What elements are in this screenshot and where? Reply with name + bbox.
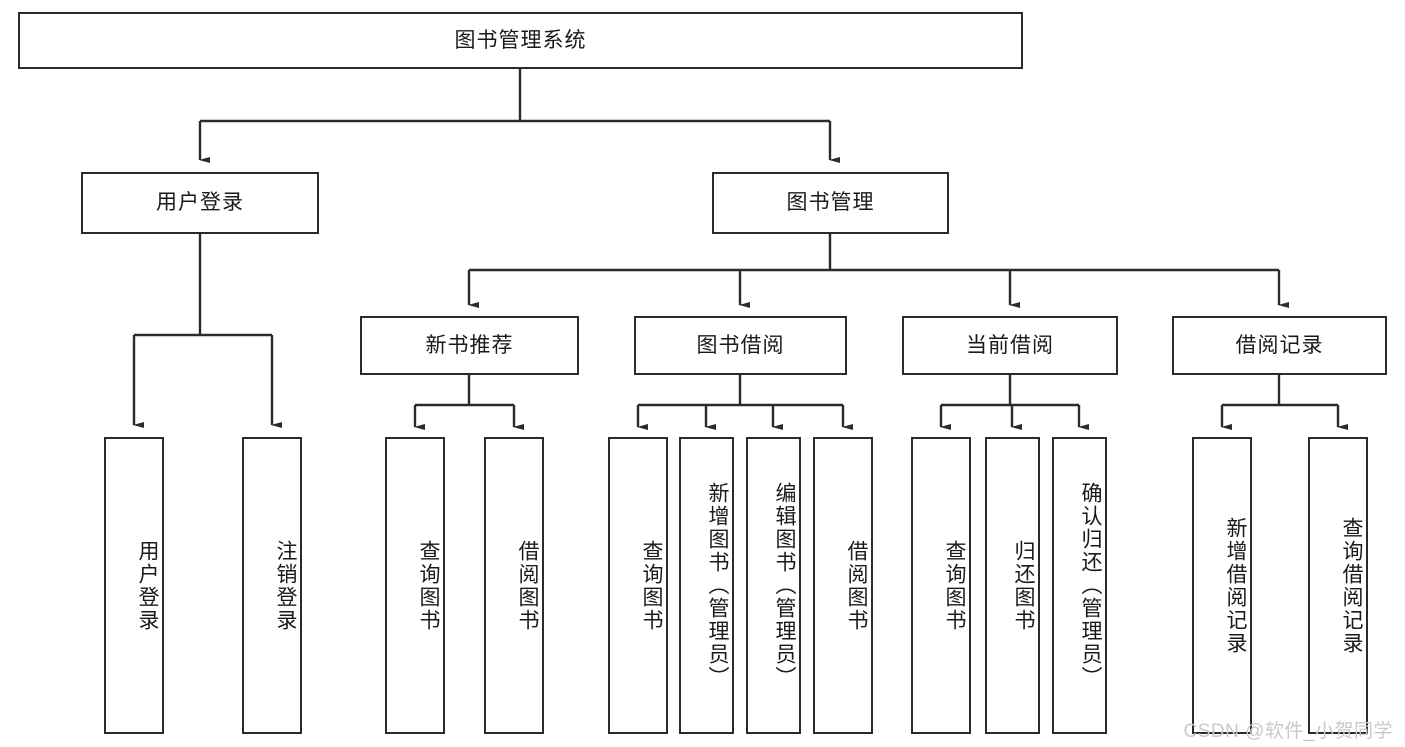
node-leaf-borrow-book[interactable]: 借阅图书 <box>813 437 873 734</box>
node-label: 查询借阅记录 <box>1340 516 1363 655</box>
node-label: 图书管理系统 <box>454 28 587 52</box>
node-label: 查询图书 <box>417 539 440 632</box>
csdn-watermark: CSDN @软件_小贺同学 <box>1183 721 1393 742</box>
node-label: 图书管理 <box>786 191 875 215</box>
node-label: 用户登录 <box>156 191 244 215</box>
node-label: 注销登录 <box>274 539 297 632</box>
edge-book-borrow-to-leaves <box>636 375 853 430</box>
edge-user-login-to-leaves <box>132 234 282 428</box>
node-label: 借阅图书 <box>845 539 868 632</box>
edge-borrow-record-to-leaves <box>1220 375 1348 430</box>
node-leaf-edit-book-admin[interactable]: 编辑图书（管理员） <box>746 437 801 734</box>
node-label: 借阅图书 <box>516 539 539 632</box>
node-leaf-logout-login[interactable]: 注销登录 <box>242 437 302 734</box>
node-leaf-add-book-admin[interactable]: 新增图书（管理员） <box>679 437 734 734</box>
node-label: 图书借阅 <box>696 333 785 357</box>
node-label: 确认归还（管理员） <box>1079 482 1102 689</box>
node-label: 借阅记录 <box>1235 333 1324 357</box>
edge-root-to-level2 <box>198 69 840 163</box>
node-label: 新书推荐 <box>425 333 514 357</box>
node-label: 当前借阅 <box>966 333 1054 357</box>
node-label: 新增借阅记录 <box>1224 516 1247 655</box>
node-leaf-borrow-book-recommend[interactable]: 借阅图书 <box>484 437 544 734</box>
node-borrow-record[interactable]: 借阅记录 <box>1172 316 1387 375</box>
node-leaf-add-borrow-record[interactable]: 新增借阅记录 <box>1192 437 1252 734</box>
node-label: 新增图书（管理员） <box>706 482 729 689</box>
node-user-login[interactable]: 用户登录 <box>81 172 319 234</box>
node-leaf-confirm-return-admin[interactable]: 确认归还（管理员） <box>1052 437 1107 734</box>
node-label: 查询图书 <box>640 539 663 632</box>
node-book-borrow[interactable]: 图书借阅 <box>634 316 847 375</box>
edge-new-book-recommend-to-leaves <box>413 375 524 430</box>
node-label: 用户登录 <box>136 539 159 632</box>
node-current-borrow[interactable]: 当前借阅 <box>902 316 1118 375</box>
node-leaf-user-login[interactable]: 用户登录 <box>104 437 164 734</box>
node-new-book-recommend[interactable]: 新书推荐 <box>360 316 579 375</box>
node-leaf-query-book-recommend[interactable]: 查询图书 <box>385 437 445 734</box>
node-leaf-query-book-borrow[interactable]: 查询图书 <box>608 437 668 734</box>
node-leaf-query-book-current[interactable]: 查询图书 <box>911 437 971 734</box>
node-book-management-system[interactable]: 图书管理系统 <box>18 12 1023 69</box>
edge-current-borrow-to-leaves <box>939 375 1089 430</box>
node-leaf-query-borrow-record[interactable]: 查询借阅记录 <box>1308 437 1368 734</box>
node-label: 编辑图书（管理员） <box>773 482 796 689</box>
node-leaf-return-book[interactable]: 归还图书 <box>985 437 1040 734</box>
edge-book-manage-to-level3 <box>467 234 1289 308</box>
node-label: 查询图书 <box>943 539 966 632</box>
node-book-management[interactable]: 图书管理 <box>712 172 949 234</box>
node-label: 归还图书 <box>1012 539 1035 632</box>
